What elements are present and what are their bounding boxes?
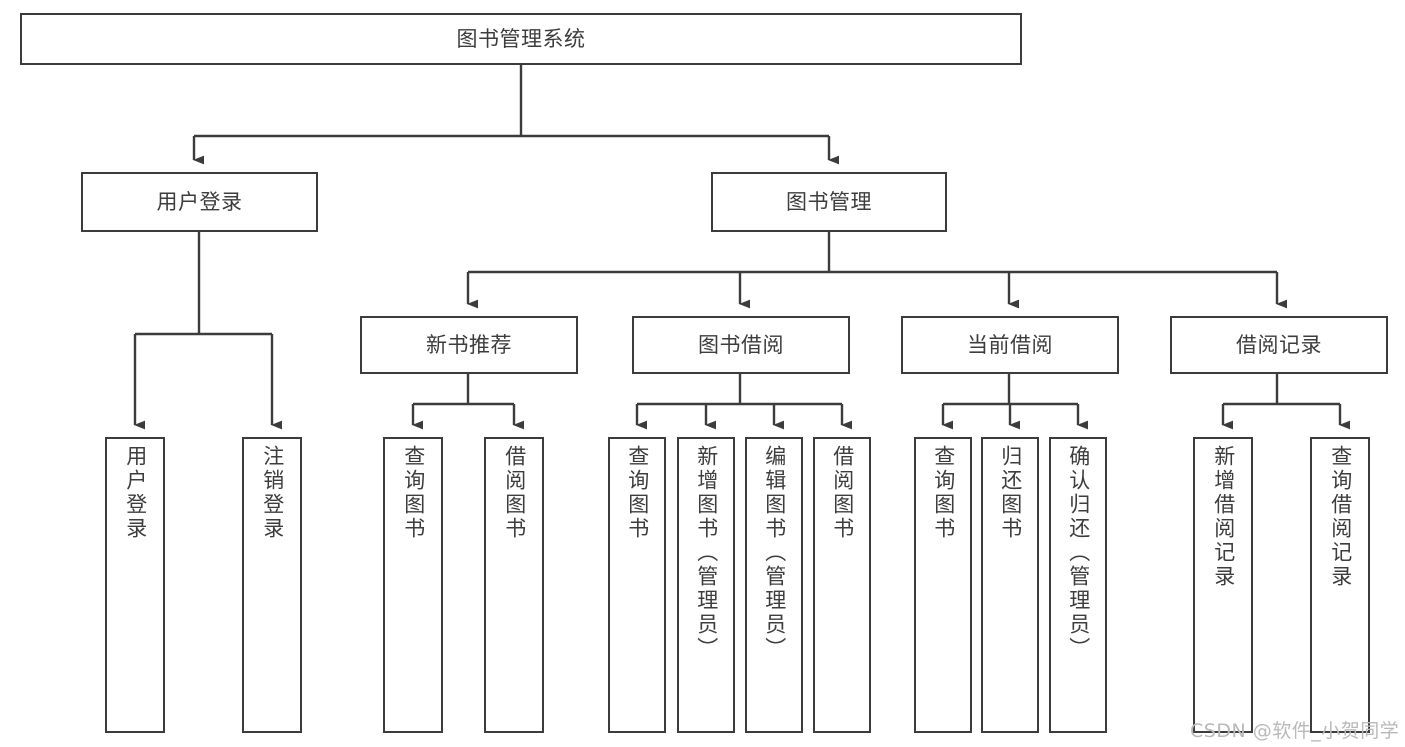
leaf-current-confirm-return[interactable]: 确认归还（管理员）: [1049, 437, 1107, 733]
leaf-borrow-add-book-label: 新增图书（管理员）: [694, 445, 719, 661]
leaf-current-confirm-return-label: 确认归还（管理员）: [1066, 445, 1091, 661]
leaf-record-query-record-label: 查询借阅记录: [1328, 445, 1353, 589]
node-book-management[interactable]: 图书管理: [711, 172, 947, 232]
node-book-management-label: 图书管理: [786, 189, 872, 214]
node-book-borrow-label: 图书借阅: [698, 332, 784, 357]
leaf-recommend-borrow-book[interactable]: 借阅图书: [484, 437, 544, 733]
node-borrow-record[interactable]: 借阅记录: [1170, 316, 1388, 374]
leaf-current-return-book-label: 归还图书: [998, 445, 1023, 541]
leaf-current-return-book[interactable]: 归还图书: [981, 437, 1039, 733]
leaf-borrow-edit-book[interactable]: 编辑图书（管理员）: [745, 437, 803, 733]
leaf-current-query-book-label: 查询图书: [931, 445, 956, 541]
leaf-user-login-logout-label: 注销登录: [260, 445, 285, 541]
leaf-user-login-login[interactable]: 用户登录: [105, 437, 165, 733]
leaf-borrow-edit-book-label: 编辑图书（管理员）: [762, 445, 787, 661]
node-current-borrow-label: 当前借阅: [967, 332, 1053, 357]
leaf-recommend-borrow-book-label: 借阅图书: [502, 445, 527, 541]
leaf-record-query-record[interactable]: 查询借阅记录: [1310, 437, 1370, 733]
node-new-book-recommend[interactable]: 新书推荐: [360, 316, 578, 374]
node-user-login-label: 用户登录: [156, 189, 243, 214]
leaf-user-login-logout[interactable]: 注销登录: [242, 437, 302, 733]
leaf-record-add-record[interactable]: 新增借阅记录: [1193, 437, 1253, 733]
leaf-borrow-borrow-book-label: 借阅图书: [830, 445, 855, 541]
leaf-borrow-query-book[interactable]: 查询图书: [608, 437, 666, 733]
csdn-watermark: CSDN @软件_小贺同学: [1190, 720, 1400, 742]
leaf-borrow-query-book-label: 查询图书: [625, 445, 650, 541]
node-root-label: 图书管理系统: [456, 26, 586, 51]
leaf-current-query-book[interactable]: 查询图书: [914, 437, 972, 733]
node-borrow-record-label: 借阅记录: [1236, 332, 1322, 357]
node-current-borrow[interactable]: 当前借阅: [901, 316, 1119, 374]
node-book-borrow[interactable]: 图书借阅: [632, 316, 850, 374]
node-root[interactable]: 图书管理系统: [20, 13, 1022, 65]
node-new-book-recommend-label: 新书推荐: [426, 332, 512, 357]
leaf-borrow-borrow-book[interactable]: 借阅图书: [813, 437, 871, 733]
leaf-record-add-record-label: 新增借阅记录: [1211, 445, 1236, 589]
leaf-recommend-query-book[interactable]: 查询图书: [383, 437, 443, 733]
leaf-borrow-add-book[interactable]: 新增图书（管理员）: [677, 437, 735, 733]
leaf-recommend-query-book-label: 查询图书: [401, 445, 426, 541]
node-user-login[interactable]: 用户登录: [81, 172, 318, 232]
leaf-user-login-login-label: 用户登录: [123, 445, 148, 541]
